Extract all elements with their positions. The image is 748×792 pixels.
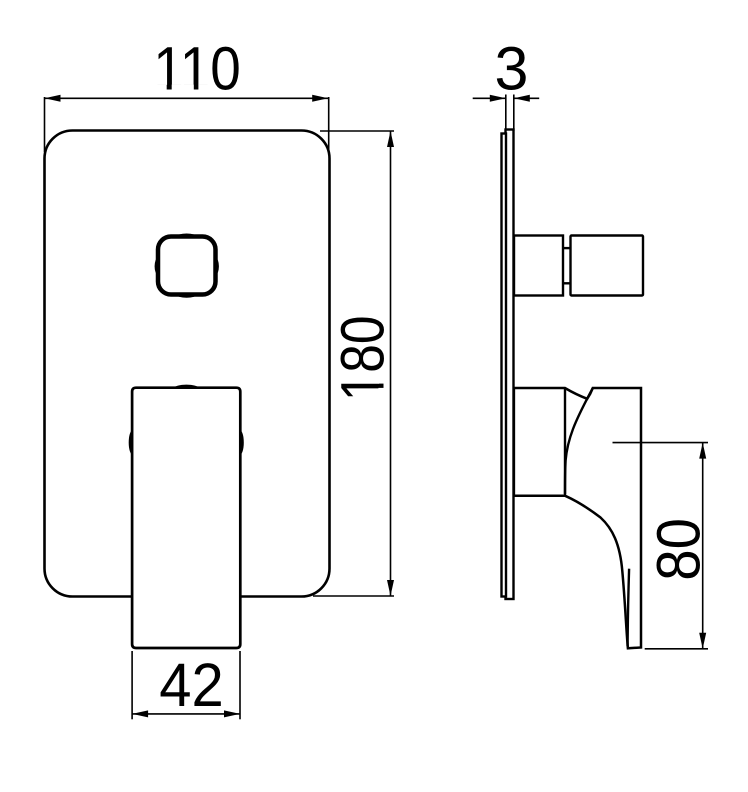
svg-text:42: 42 <box>159 651 223 720</box>
svg-text:3: 3 <box>495 34 529 102</box>
svg-text:180: 180 <box>328 316 396 402</box>
svg-text:110: 110 <box>153 35 241 103</box>
svg-text:80: 80 <box>646 518 713 581</box>
